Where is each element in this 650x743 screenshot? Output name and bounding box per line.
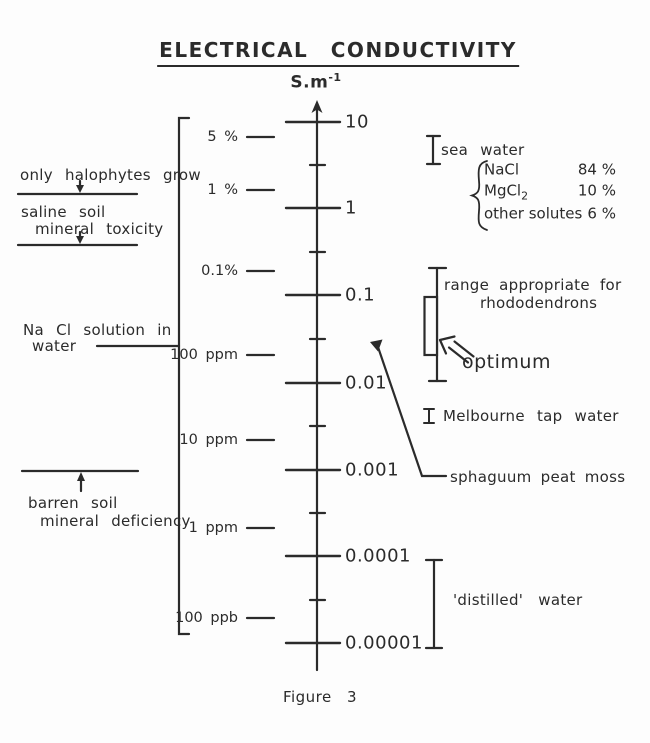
composition-brace (469, 160, 488, 231)
concentration-label: 10 ppm (179, 432, 238, 448)
up-arrow-1-head (77, 472, 85, 481)
minor-ticks (308, 163, 327, 602)
figure-title: ELECTRICAL CONDUCTIVITY (157, 38, 519, 67)
major-ticks (284, 120, 342, 645)
concentration-dashes (245, 135, 276, 620)
optimum-arrow-icon (438, 335, 475, 364)
composition-pct: 10 % (577, 181, 616, 200)
nacl-solution-label-line2: water (32, 337, 77, 355)
composition-name: other solutes (484, 204, 583, 223)
concentration-label: 5 % (207, 129, 238, 145)
halophytes-label: only halophytes grow (20, 166, 201, 184)
composition-pct: 84 % (577, 160, 616, 179)
down-arrow-1-head (76, 185, 84, 193)
composition-name: MgCl2 (484, 181, 529, 203)
composition-row: other solutes 6 % (484, 205, 616, 226)
axis-arrowhead-icon (311, 100, 323, 113)
axis-tick-label: 0.01 (345, 372, 388, 394)
down-arrow-2-head (76, 236, 84, 244)
sea-water-range-bar (425, 134, 442, 166)
optimum-label: optimum (462, 351, 551, 373)
composition-row: NaCl 84 % (484, 161, 616, 182)
saline-soil-label-line2: mineral toxicity (35, 220, 164, 238)
nacl-solution-label-line1: Na Cl solution in (23, 321, 172, 339)
axis-tick-label: 1 (345, 197, 357, 219)
rhododendron-label-line2: rhododendrons (480, 294, 598, 312)
concentration-label: 100 ppm (170, 347, 238, 363)
concentration-label: 1 ppm (188, 520, 238, 536)
sphagnum-arrowhead-icon (370, 339, 383, 352)
saline-soil-label-line1: saline soil (21, 203, 106, 221)
axis-tick-label: 0.00001 (345, 632, 423, 654)
concentration-label: 100 ppb (175, 610, 238, 626)
sphagnum-label: sphaguum peat moss (450, 468, 626, 486)
barren-soil-label-line2: mineral deficiency (40, 512, 191, 530)
optimum-range-box (423, 295, 439, 357)
concentration-label: 0.1% (201, 263, 238, 279)
distilled-water-label: 'distilled' water (453, 591, 583, 609)
sphagnum-pointer-line (376, 345, 448, 478)
axis-tick-label: 0.001 (345, 459, 400, 481)
concentration-label: 1 % (207, 182, 238, 198)
unit-exponent: -1 (328, 71, 342, 84)
axis-tick-label: 10 (345, 111, 369, 133)
composition-pct: 6 % (587, 204, 616, 223)
figure-caption: Figure 3 (282, 688, 358, 706)
barren-soil-label-line1: barren soil (28, 494, 118, 512)
melbourne-tap-water-label: Melbourne tap water (443, 407, 619, 425)
sea-water-label: sea water (441, 141, 525, 159)
axis-tick-label: 0.1 (345, 284, 376, 306)
composition-name: NaCl (484, 160, 520, 179)
composition-row: MgCl2 10 % (484, 182, 616, 203)
rhododendron-label-line1: range appropriate for (444, 276, 622, 294)
axis-tick-label: 0.0001 (345, 545, 411, 567)
axis-unit-label: S.m-1 (290, 71, 342, 93)
left-scale-bracket (177, 116, 191, 636)
melbourne-range-marker (423, 408, 435, 424)
distilled-range-bar (424, 558, 444, 650)
